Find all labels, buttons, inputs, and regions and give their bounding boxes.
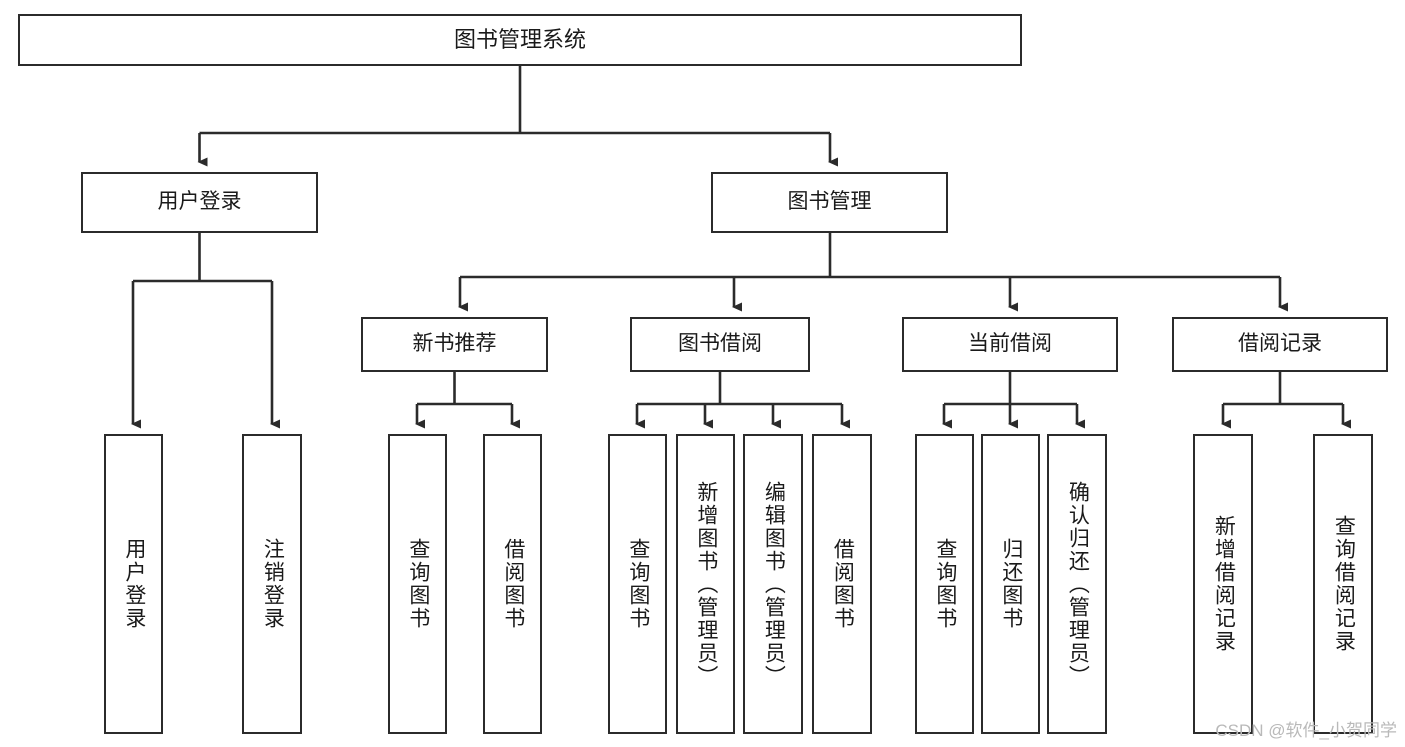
node-level1-book-management[interactable]: 图书管理 (711, 172, 948, 233)
node-leaf-query-books-borrow[interactable]: 查询图书 (608, 434, 667, 734)
node-label: 图书管理 (787, 190, 872, 214)
node-level2-current-borrow[interactable]: 当前借阅 (902, 317, 1118, 372)
node-leaf-query-books-recommend[interactable]: 查询图书 (388, 434, 447, 734)
node-leaf-add-borrow-record[interactable]: 新增借阅记录 (1193, 434, 1253, 734)
node-leaf-borrow-books-recommend[interactable]: 借阅图书 (483, 434, 542, 734)
node-label: 确认归还（管理员） (1066, 480, 1090, 688)
node-leaf-user-login[interactable]: 用户登录 (104, 434, 163, 734)
node-label: 查询图书 (406, 538, 430, 630)
node-level1-user-login[interactable]: 用户登录 (81, 172, 318, 233)
node-label: 借阅图书 (501, 538, 525, 630)
node-level2-new-book-recommend[interactable]: 新书推荐 (361, 317, 548, 372)
node-label: 图书借阅 (678, 332, 762, 356)
node-label: 用户登录 (122, 538, 146, 630)
node-label: 新增借阅记录 (1212, 515, 1236, 653)
node-level2-book-borrow[interactable]: 图书借阅 (630, 317, 810, 372)
node-label: 查询图书 (626, 538, 650, 630)
node-label: 图书管理系统 (453, 27, 586, 53)
node-label: 新增图书（管理员） (694, 480, 718, 688)
node-level2-borrow-records[interactable]: 借阅记录 (1172, 317, 1388, 372)
node-label: 查询图书 (933, 538, 957, 630)
node-leaf-query-borrow-record[interactable]: 查询借阅记录 (1313, 434, 1373, 734)
node-leaf-edit-book-admin[interactable]: 编辑图书（管理员） (743, 434, 803, 734)
node-leaf-query-books-current[interactable]: 查询图书 (915, 434, 974, 734)
node-label: 归还图书 (999, 538, 1023, 630)
node-label: 注销登录 (261, 538, 285, 630)
node-label: 新书推荐 (412, 332, 497, 356)
node-label: 当前借阅 (968, 332, 1052, 356)
node-root[interactable]: 图书管理系统 (18, 14, 1022, 66)
node-label: 用户登录 (157, 190, 242, 214)
node-leaf-borrow-books[interactable]: 借阅图书 (812, 434, 872, 734)
node-leaf-logout[interactable]: 注销登录 (242, 434, 302, 734)
node-leaf-return-books[interactable]: 归还图书 (981, 434, 1040, 734)
node-leaf-confirm-return-admin[interactable]: 确认归还（管理员） (1047, 434, 1107, 734)
node-label: 借阅记录 (1238, 332, 1322, 356)
node-label: 查询借阅记录 (1332, 515, 1356, 653)
node-leaf-add-book-admin[interactable]: 新增图书（管理员） (676, 434, 735, 734)
watermark: CSDN @软件_小贺同学 (1215, 721, 1397, 740)
node-label: 借阅图书 (831, 538, 855, 630)
node-label: 编辑图书（管理员） (762, 480, 786, 688)
